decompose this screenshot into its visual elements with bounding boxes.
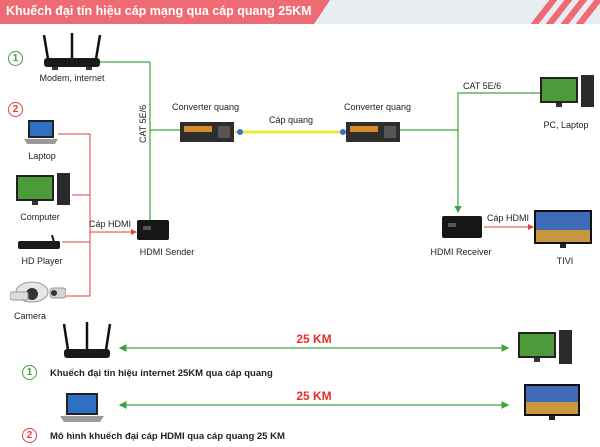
monitor-icon (518, 330, 572, 364)
label-hdmi-right: Cáp HDMI (487, 213, 530, 223)
label-hdmi-receiver: HDMI Receiver (430, 247, 492, 257)
hdmi-sender-icon (137, 220, 169, 240)
marker-two: 2 (22, 428, 37, 443)
tv-icon (534, 210, 592, 248)
marker-two: 2 (8, 102, 23, 117)
router-icon (62, 322, 112, 358)
caption-1: Khuếch đại tín hiệu internet 25KM qua cá… (50, 368, 273, 379)
distance-label-1: 25 KM (296, 332, 332, 346)
laptop-icon (24, 120, 58, 144)
monitor-icon (540, 75, 594, 107)
distance-label-2: 25 KM (296, 389, 332, 403)
label-fiber: Cáp quang (269, 115, 314, 125)
label-cat-right: CAT 5E/6 (463, 81, 502, 91)
banner-bar (0, 0, 330, 24)
marker-one: 1 (8, 51, 23, 66)
header-banner: Khuếch đại tín hiệu cáp mạng qua cáp qua… (0, 0, 600, 24)
fiber-connector-left (237, 129, 243, 135)
label-pc-laptop: PC, Laptop (543, 120, 589, 130)
label-tivi: TIVI (556, 256, 574, 266)
label-camera: Camera (13, 311, 47, 321)
label-computer: Computer (20, 212, 60, 222)
converter-left-icon (180, 122, 234, 142)
label-hdmi-sender: HDMI Sender (139, 247, 195, 257)
laptop-icon (60, 393, 104, 422)
hdmi-receiver-icon (442, 216, 482, 238)
label-cat-left: CAT 5E/6 (138, 104, 148, 143)
caption-2: Mô hình khuếch đại cáp HDMI qua cáp quan… (50, 431, 285, 442)
hdmi-bus-left (58, 133, 91, 297)
label-hdmi-left: Cáp HDMI (89, 219, 132, 229)
network-line-left (72, 61, 182, 131)
label-modem: Modem, internet (39, 73, 105, 83)
converter-right-icon (346, 122, 400, 142)
label-hd-player: HD Player (21, 256, 63, 266)
label-converter-left: Converter quang (172, 102, 240, 112)
page-title: Khuếch đại tín hiệu cáp mạng qua cáp qua… (6, 4, 312, 18)
router-icon (42, 33, 102, 70)
label-laptop: Laptop (28, 151, 56, 161)
marker-one: 1 (22, 365, 37, 380)
camera-icon (10, 281, 66, 303)
media-player-icon (18, 235, 60, 249)
network-line-right (400, 92, 540, 131)
tv-icon (524, 384, 580, 420)
computer-icon (16, 173, 70, 205)
fiber-connector-right (340, 129, 346, 135)
label-converter-right: Converter quang (344, 102, 412, 112)
